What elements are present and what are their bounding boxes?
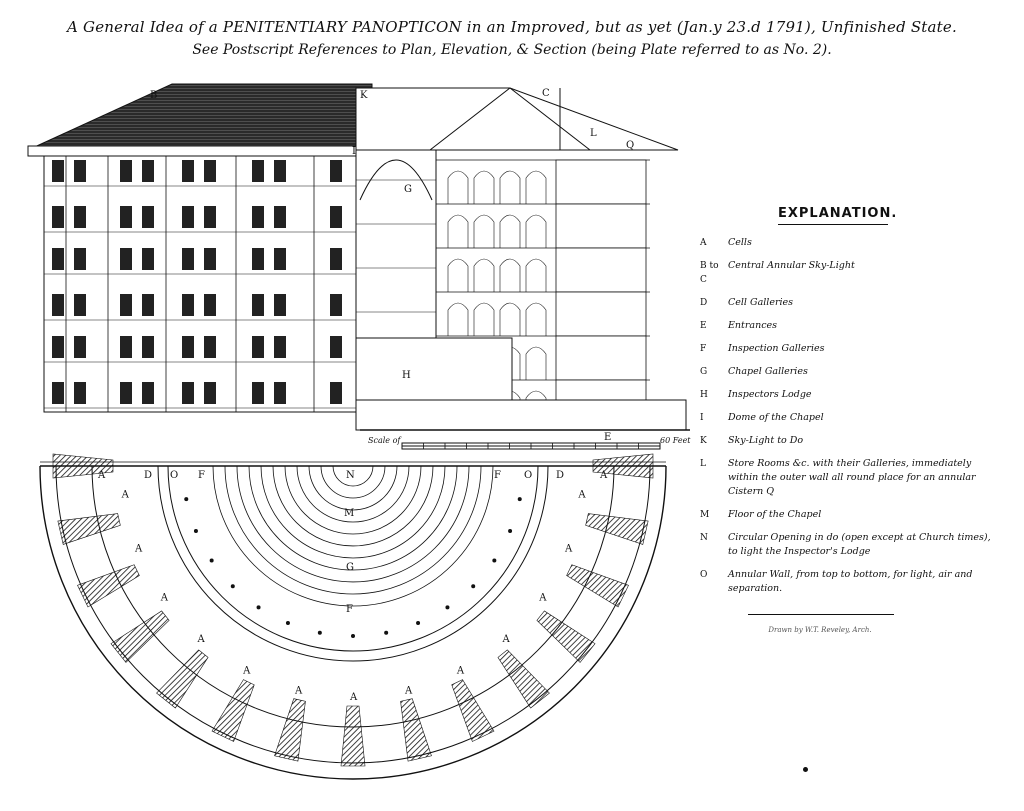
svg-text:F: F (346, 604, 353, 615)
legend-item-f: F Inspection Galleries (700, 342, 1000, 356)
legend-item-g: G Chapel Galleries (700, 365, 1000, 379)
legend-text: Cells (728, 237, 752, 248)
legend-item-o: O Annular Wall, from top to bottom, for l… (700, 568, 1000, 596)
svg-text:Q: Q (626, 140, 634, 151)
legend-key: L (700, 459, 706, 469)
svg-text:N: N (346, 470, 355, 481)
legend-key: B to C (700, 261, 719, 285)
explanation-heading: EXPLANATION. (778, 206, 896, 225)
elevation (27, 83, 373, 413)
svg-text:L: L (590, 128, 597, 139)
svg-text:D: D (144, 470, 152, 481)
svg-text:C: C (542, 88, 550, 99)
scale-bar (401, 442, 661, 450)
drawing-subtitle: See Postscript References to Plan, Eleva… (192, 42, 832, 58)
stray-mark (803, 767, 808, 772)
elevation-facade (43, 155, 357, 413)
legend-text: Store Rooms &c. with their Galleries, im… (728, 458, 976, 497)
svg-text:A: A (134, 544, 143, 555)
legend-item-h: H Inspectors Lodge (700, 388, 1000, 402)
ground-floor (355, 399, 687, 431)
drawing-letters: B K C L Q I G H E N M G F D O F F O D A … (97, 88, 634, 703)
svg-text:O: O (170, 470, 178, 481)
section (355, 87, 690, 431)
svg-text:A: A (196, 634, 205, 645)
svg-text:A: A (404, 685, 413, 696)
svg-text:K: K (360, 90, 368, 101)
legend-item-e: E Entrances (700, 319, 1000, 333)
legend-item-k: K Sky-Light to Do (700, 434, 1000, 448)
svg-text:A: A (160, 593, 169, 604)
svg-text:O: O (524, 470, 532, 481)
legend-key: G (700, 367, 708, 377)
legend-item-d: D Cell Galleries (700, 296, 1000, 310)
legend-item-i: I Dome of the Chapel (700, 411, 1000, 425)
legend-key: D (700, 298, 708, 308)
legend-key: N (700, 533, 708, 543)
svg-text:D: D (556, 470, 564, 481)
legend-text: Sky-Light to Do (728, 435, 804, 446)
drawing-title: A General Idea of a PENITENTIARY PANOPTI… (67, 18, 957, 36)
legend-text: Circular Opening in do (open except at C… (728, 532, 991, 557)
elevation-cornice (27, 145, 373, 157)
svg-text:F: F (198, 470, 205, 481)
legend-key: H (700, 390, 708, 400)
svg-text:A: A (577, 490, 586, 501)
legend-item-b-c: B to C Central Annular Sky-Light (700, 259, 1000, 287)
svg-text:A: A (349, 692, 358, 703)
svg-text:I: I (352, 146, 356, 157)
elevation-windows (44, 156, 356, 412)
explanation-legend: A Cells B to C Central Annular Sky-Light D… (700, 236, 1000, 605)
legend-item-a: A Cells (700, 236, 1000, 250)
legend-key: A (700, 238, 707, 248)
svg-text:E: E (604, 432, 611, 443)
svg-text:G: G (346, 562, 354, 573)
legend-text: Central Annular Sky-Light (728, 260, 855, 271)
chapel-dome-shaft (355, 149, 437, 339)
svg-text:A: A (97, 470, 106, 481)
legend-key: O (700, 570, 708, 580)
legend-item-m: M Floor of the Chapel (700, 508, 1000, 522)
legend-item-n: N Circular Opening in do (open except at … (700, 531, 1000, 559)
legend-text: Cell Galleries (728, 297, 794, 308)
svg-text:A: A (121, 490, 130, 501)
svg-text:A: A (242, 666, 251, 677)
svg-text:A: A (599, 470, 608, 481)
plan (39, 453, 667, 780)
svg-text:A: A (456, 666, 465, 677)
scale-end-label: 60 Feet (660, 436, 691, 445)
svg-text:A: A (502, 634, 511, 645)
scale-label: Scale of (368, 436, 401, 445)
legend-text: Annular Wall, from top to bottom, for li… (728, 569, 973, 594)
svg-text:B: B (150, 90, 157, 101)
legend-text: Floor of the Chapel (728, 509, 822, 520)
svg-text:F: F (494, 470, 501, 481)
chapel-dome (359, 159, 433, 201)
svg-text:A: A (564, 544, 573, 555)
legend-key: F (700, 344, 707, 354)
legend-text: Inspection Galleries (728, 343, 825, 354)
elevation-roof (27, 83, 373, 151)
svg-text:G: G (404, 184, 412, 195)
credit-rule (748, 614, 894, 615)
engraver-credit: Drawn by W.T. Reveley, Arch. (768, 626, 872, 634)
svg-text:A: A (538, 593, 547, 604)
svg-text:A: A (294, 685, 303, 696)
legend-text: Chapel Galleries (728, 366, 808, 377)
section-roof (355, 87, 679, 151)
legend-key: E (700, 321, 707, 331)
legend-key: I (700, 413, 704, 423)
svg-text:M: M (344, 508, 354, 519)
legend-text: Dome of the Chapel (728, 412, 824, 423)
legend-text: Inspectors Lodge (728, 389, 812, 400)
svg-text:H: H (402, 370, 411, 381)
legend-item-l: L Store Rooms &c. with their Galleries, i… (700, 457, 1000, 499)
legend-key: K (700, 436, 707, 446)
legend-key: M (700, 510, 710, 520)
legend-text: Entrances (728, 320, 778, 331)
